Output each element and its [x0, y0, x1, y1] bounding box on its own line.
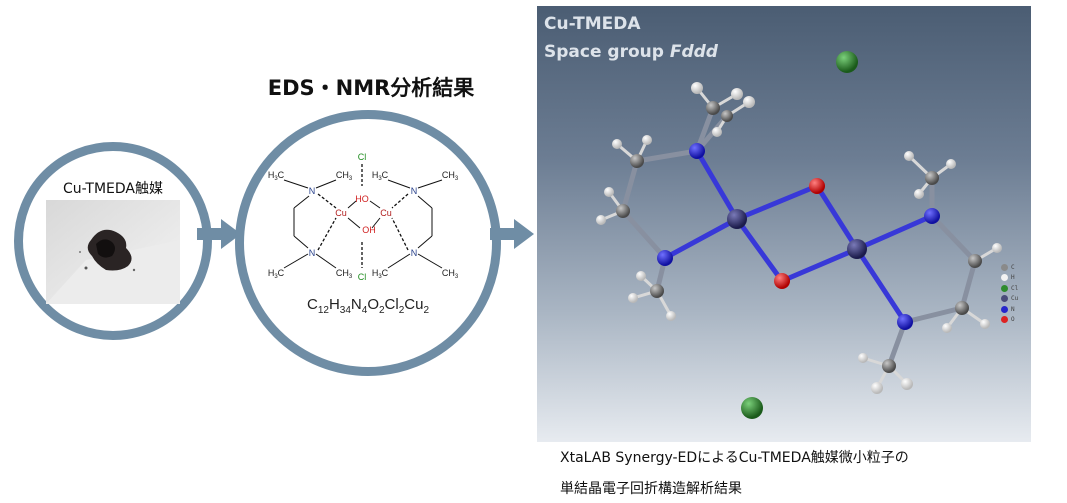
- legend-label: C: [1011, 263, 1015, 271]
- formula-subscript: 4: [361, 305, 368, 316]
- legend-item: N: [1001, 304, 1018, 315]
- formula-subscript: 2: [423, 305, 430, 316]
- molecule-3d-view: [596, 51, 1002, 419]
- sample-photo: [46, 200, 180, 304]
- h3c-label: H3C: [268, 170, 285, 182]
- ch3-label: CH3: [442, 170, 459, 182]
- oh-label: OH: [362, 225, 376, 235]
- formula-subscript: 2: [378, 305, 385, 316]
- cu-label-right: Cu: [380, 208, 392, 218]
- h3c-label: H3C: [372, 170, 389, 182]
- arrow-right-icon: [490, 219, 534, 249]
- legend-item: Cu: [1001, 294, 1018, 305]
- legend-item: H: [1001, 273, 1018, 284]
- legend-item: C: [1001, 262, 1018, 273]
- ho-label: HO: [355, 194, 369, 204]
- sample-label: Cu-TMEDA触媒: [62, 181, 163, 197]
- structural-formula: Cl Cl Cu Cu HO OH N N H3C CH3 H3C CH3 N …: [268, 152, 459, 282]
- legend-label: Cu: [1011, 295, 1019, 303]
- caption-line-1: XtaLAB Synergy-EDによるCu-TMEDA触媒微小粒子の: [560, 450, 909, 466]
- molecular-formula: C12H34N4O2Cl2Cu2: [259, 296, 477, 316]
- cl-label-top: Cl: [358, 152, 367, 162]
- legend-item: O: [1001, 315, 1018, 326]
- legend-swatch: [1001, 295, 1008, 303]
- formula-element: Cu: [404, 296, 424, 313]
- n-label: N: [411, 248, 418, 258]
- formula-element: H: [328, 296, 340, 313]
- h3c-label: H3C: [268, 268, 285, 280]
- h3c-label: H3C: [372, 268, 389, 280]
- formula-subscript: 34: [339, 305, 351, 316]
- caption-line-2: 単結晶電子回折構造解析結果: [560, 481, 742, 497]
- legend-swatch: [1001, 274, 1008, 282]
- n-label: N: [309, 186, 316, 196]
- panel-title: Cu-TMEDA: [544, 14, 641, 34]
- cu-label-left: Cu: [335, 208, 347, 218]
- crystal-structure-panel: Cu-TMEDA Space group Fddd: [537, 6, 1031, 442]
- formula-circle: [235, 110, 501, 376]
- cl-label-bottom: Cl: [358, 272, 367, 282]
- formula-subscript: 2: [398, 305, 405, 316]
- formula-element: N: [350, 296, 362, 313]
- legend-swatch: [1001, 284, 1008, 292]
- legend-swatch: [1001, 263, 1008, 271]
- legend-swatch: [1001, 316, 1008, 324]
- formula-element: C: [306, 296, 318, 313]
- ch3-label: CH3: [442, 268, 459, 280]
- ch3-label: CH3: [336, 268, 353, 280]
- legend-item: Cl: [1001, 283, 1018, 294]
- legend-label: H: [1011, 274, 1015, 282]
- formula-subscript: 12: [317, 305, 329, 316]
- n-label: N: [309, 248, 316, 258]
- space-group-label: Space group Fddd: [544, 42, 718, 62]
- formula-element: Cl: [384, 296, 399, 313]
- analysis-title: EDS・NMR分析結果: [267, 76, 475, 100]
- legend-swatch: [1001, 305, 1008, 313]
- legend-label: O: [1011, 316, 1015, 324]
- ch3-label: CH3: [336, 170, 353, 182]
- arrow-right-icon: [197, 219, 241, 249]
- formula-element: O: [367, 296, 379, 313]
- legend-label: Cl: [1011, 284, 1019, 292]
- legend-label: N: [1011, 305, 1015, 313]
- n-label: N: [411, 186, 418, 196]
